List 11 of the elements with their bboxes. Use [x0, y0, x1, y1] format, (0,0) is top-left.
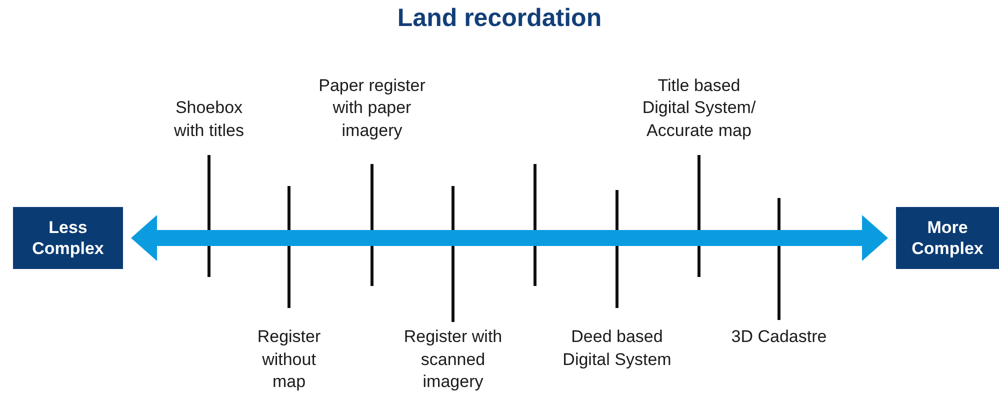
scale-end-box: Less Complex	[13, 207, 123, 269]
diagram-title: Land recordation	[396, 4, 603, 33]
stage-label: Shoebox with titles	[173, 97, 245, 142]
stage-label: Register without map	[256, 326, 322, 393]
stage-label: Paper register with paper imagery	[318, 74, 426, 142]
scale-end-box: More Complex	[896, 207, 999, 269]
stage-label: Register with scanned imagery	[403, 326, 503, 393]
stage-label: Deed based Digital System	[562, 326, 672, 370]
stage-label: Title based Digital System/ Accurate map	[641, 74, 757, 142]
double-headed-arrow	[131, 215, 888, 261]
stage-label: 3D Cadastre	[730, 326, 828, 348]
